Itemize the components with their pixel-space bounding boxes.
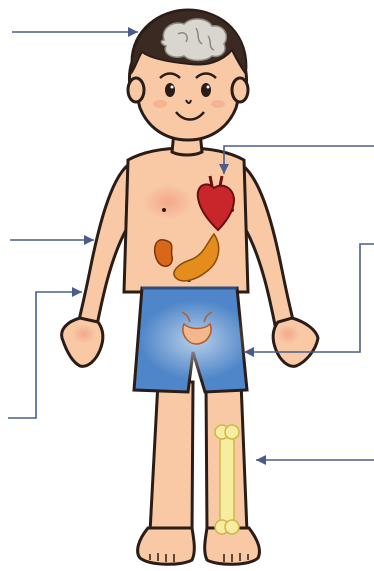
arrowhead-icon-hand [72,287,82,297]
arrowhead-icon-brain [128,27,138,37]
arrowhead-icon-skin-arm [84,235,94,245]
arrowhead-icon-leg-bone [256,455,266,465]
brain [161,19,226,61]
feet [138,528,260,564]
